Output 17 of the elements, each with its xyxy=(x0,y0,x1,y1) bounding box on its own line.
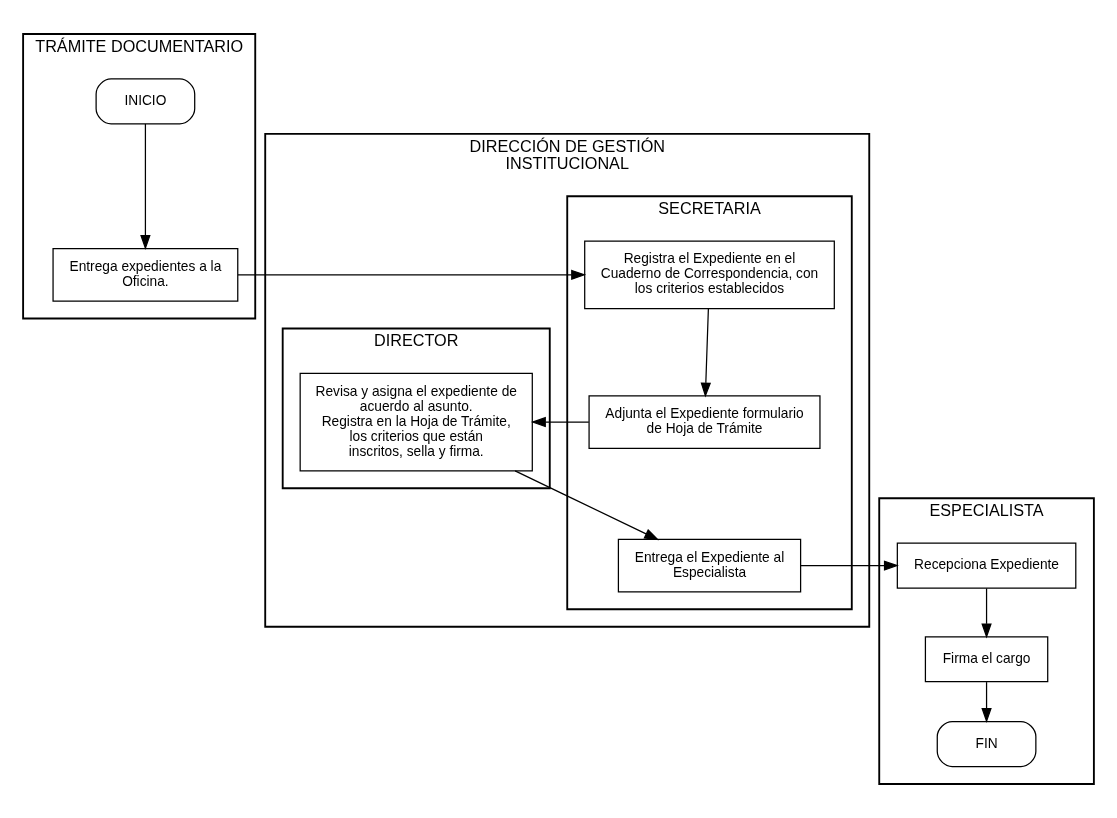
node-box: Adjunta el Expediente formulario de Hoja de Trámite xyxy=(588,395,821,449)
node-box: Revisa y asigna el expediente de acuerdo al asunto. Registra en la Hoja de Trámite, los criterios que están inscritos, sella y firma. xyxy=(299,372,533,472)
node-box: Entrega el Expediente al Especialista xyxy=(617,538,802,593)
arrow xyxy=(800,560,899,571)
node-box: INICIO xyxy=(95,78,196,125)
arrow xyxy=(514,470,660,541)
arrow xyxy=(700,307,712,398)
node-box: Entrega expedientes a la Oficina. xyxy=(52,248,239,302)
node-box: Firma el cargo xyxy=(924,636,1049,683)
node-box: FIN xyxy=(936,721,1037,768)
arrow xyxy=(981,587,992,639)
arrow xyxy=(237,269,587,281)
node-box: Registra el Expediente en el Cuaderno de Correspondencia, con los criterios establecidos xyxy=(584,240,835,310)
arrow xyxy=(981,681,992,723)
arrow xyxy=(530,416,590,428)
arrow xyxy=(140,123,151,250)
node-box: Recepciona Expediente xyxy=(896,542,1077,589)
